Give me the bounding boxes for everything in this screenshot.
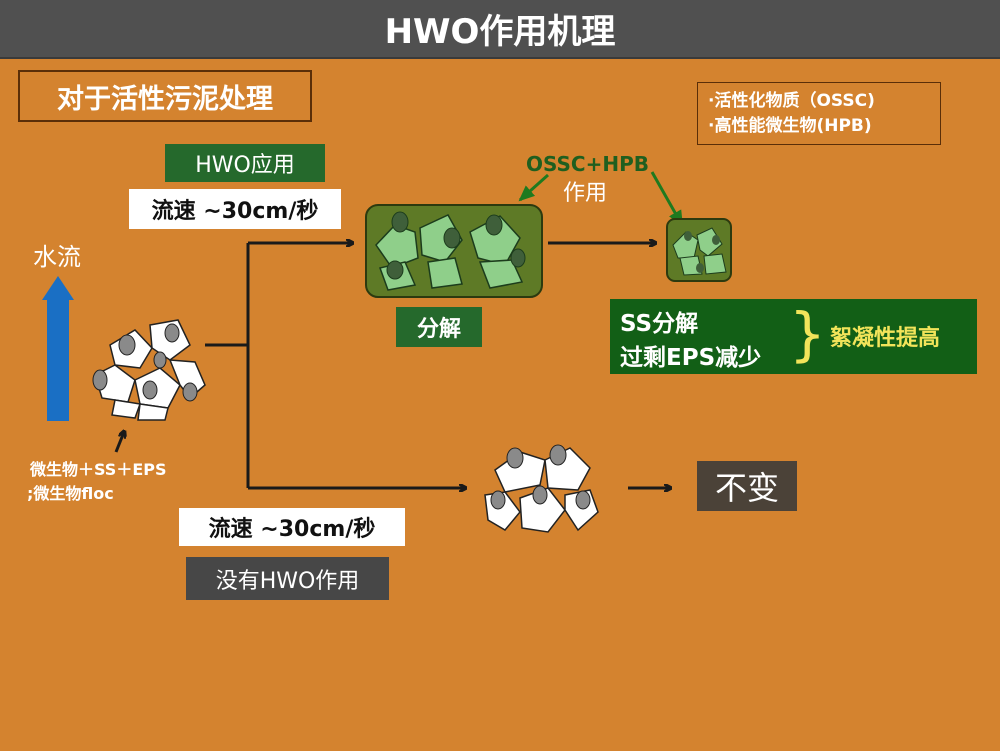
agent-action-label: 作用 (563, 181, 608, 206)
decompose-label: 分解 (396, 307, 482, 347)
result-ss-decompose: SS分解 (620, 311, 699, 337)
treated-floc-box (365, 204, 543, 298)
branch-connector (205, 243, 250, 488)
floc-composition-label: 微生物＋SS＋EPS (30, 460, 167, 479)
agent-label: OSSC+HPB (526, 152, 649, 176)
floc-name-label: ;微生物floc (27, 484, 114, 503)
result-eps-reduce: 过剩EPS减少 (620, 345, 762, 371)
page-title: HWO作用机理 (0, 0, 1000, 59)
result-effect: 絮凝性提高 (830, 326, 941, 351)
result-box (610, 299, 977, 374)
section-label: 对于活性污泥处理 (18, 70, 312, 122)
agent-arrow-left (518, 173, 549, 202)
agent-arrow-right (650, 171, 684, 227)
legend-ossc: ·活性化物质（OSSC) (708, 91, 875, 111)
untreated-floc-cluster (484, 444, 599, 533)
decomposed-floc-box (666, 218, 732, 282)
result-brace: } (789, 300, 826, 368)
no-hwo-label: 没有HWO作用 (186, 557, 389, 600)
flow-speed-bottom: 流速 ~30cm/秒 (179, 508, 405, 546)
unchanged-label: 不变 (697, 461, 797, 511)
flow-speed-top: 流速 ~30cm/秒 (129, 189, 341, 229)
legend-box: ·活性化物质（OSSC) ·高性能微生物(HPB) (697, 82, 941, 145)
raw-floc-cluster (92, 319, 206, 421)
hwo-apply-label: HWO应用 (165, 144, 325, 182)
legend-hpb: ·高性能微生物(HPB) (708, 116, 872, 136)
water-flow-arrow (42, 276, 74, 421)
water-flow-label: 水流 (33, 243, 81, 271)
floc-pointer-arrow (114, 432, 124, 453)
